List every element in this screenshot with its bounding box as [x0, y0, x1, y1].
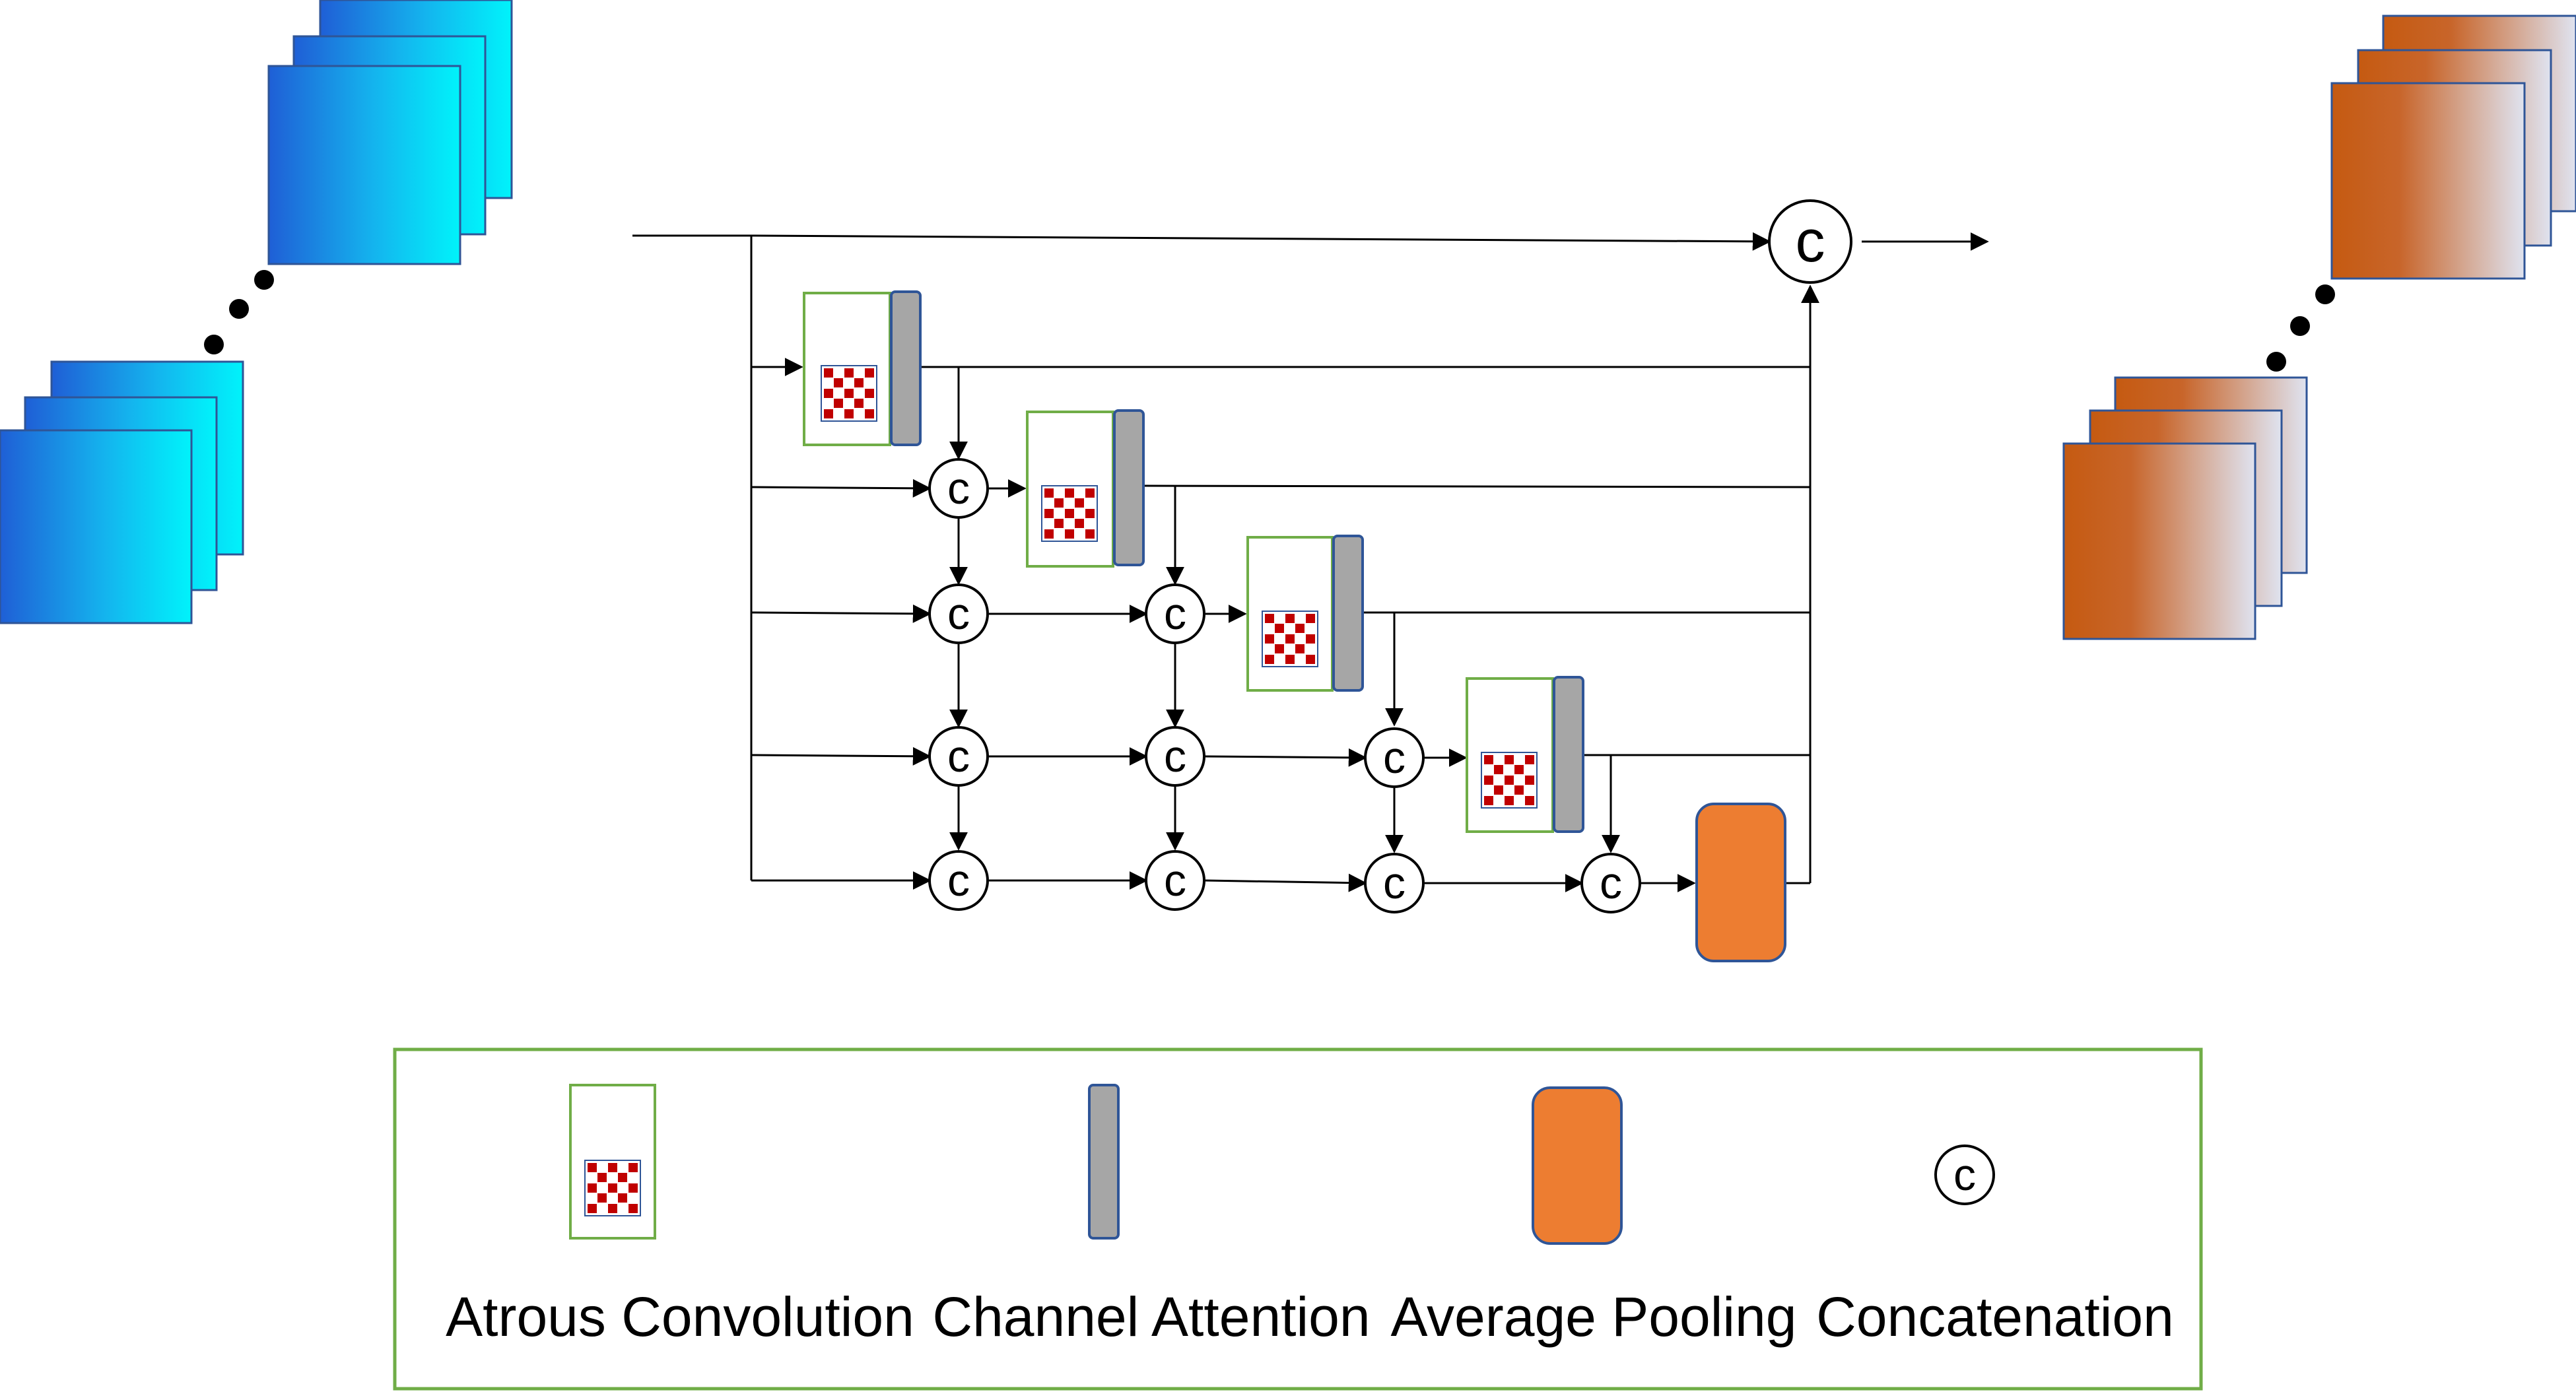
- ellipsis-dots-icon: [204, 270, 274, 354]
- output-feature-maps-icon: [2062, 15, 2576, 640]
- concatenation-node: c: [928, 726, 989, 787]
- atrous-convolution-icon: [1481, 752, 1538, 809]
- concatenation-node: c: [1145, 583, 1205, 644]
- channel-attention-icon: [1332, 535, 1364, 692]
- atrous-convolution-icon: [584, 1160, 641, 1216]
- atrous-block-4: [1466, 676, 1584, 833]
- atrous-convolution-icon: [1041, 485, 1098, 542]
- concat-symbol: c: [1164, 731, 1186, 781]
- legend-item-atrous: Atrous Convolution: [446, 1084, 914, 1348]
- legend-label-pooling: Average Pooling: [1391, 1286, 1797, 1348]
- legend: Atrous Convolution Channel Attention Ave…: [393, 1047, 2203, 1391]
- concatenation-node: c: [1364, 727, 1425, 788]
- input-feature-maps-icon: [0, 0, 513, 624]
- concat-symbol: c: [1164, 855, 1186, 906]
- concat-symbol: c: [1383, 858, 1406, 908]
- concatenation-node: c: [928, 850, 989, 911]
- concat-symbol: c: [947, 731, 970, 781]
- concatenation-node-top: c: [1768, 199, 1852, 284]
- concat-symbol: c: [1953, 1150, 1976, 1200]
- legend-label-concat: Concatenation: [1816, 1286, 2174, 1348]
- legend-label-atrous: Atrous Convolution: [446, 1286, 914, 1348]
- channel-attention-icon: [1113, 409, 1145, 566]
- concat-symbol: c: [1383, 733, 1406, 783]
- concat-symbol: c: [1600, 858, 1622, 908]
- concatenation-node: c: [1145, 726, 1205, 787]
- concatenation-icon: [1934, 1144, 1995, 1205]
- concatenation-node: c: [1145, 850, 1205, 911]
- atrous-convolution-icon: [1262, 611, 1318, 667]
- legend-item-pooling: Average Pooling: [1391, 1086, 1797, 1348]
- concatenation-node: c: [928, 583, 989, 644]
- concat-nodes: c c c c c c c c: [928, 199, 1852, 913]
- atrous-block-3: [1246, 535, 1364, 692]
- concat-symbol: c: [1796, 209, 1825, 275]
- legend-frame: [393, 1047, 2203, 1391]
- channel-attention-icon: [890, 290, 922, 446]
- concat-symbol: c: [947, 463, 970, 514]
- atrous-convolution-icon: [821, 365, 877, 422]
- connections: [632, 232, 1989, 892]
- legend-item-attention: Channel Attention: [932, 1084, 1371, 1348]
- average-pooling-icon: [1695, 803, 1786, 962]
- channel-attention-icon: [1553, 676, 1584, 833]
- concat-symbol: c: [947, 589, 970, 639]
- legend-label-attention: Channel Attention: [932, 1286, 1370, 1348]
- channel-attention-icon: [1088, 1084, 1120, 1240]
- average-pooling-icon: [1532, 1086, 1623, 1245]
- ellipsis-dots-icon: [2266, 284, 2335, 372]
- atrous-block-1: [803, 290, 922, 446]
- concat-symbol: c: [1164, 589, 1186, 639]
- concatenation-node: c: [928, 458, 989, 519]
- concatenation-node: c: [1364, 853, 1425, 913]
- legend-item-concat: c Concatenation: [1816, 1144, 2174, 1348]
- concat-symbol: c: [947, 855, 970, 906]
- concatenation-node: c: [1580, 853, 1641, 913]
- atrous-block-2: [1026, 409, 1145, 568]
